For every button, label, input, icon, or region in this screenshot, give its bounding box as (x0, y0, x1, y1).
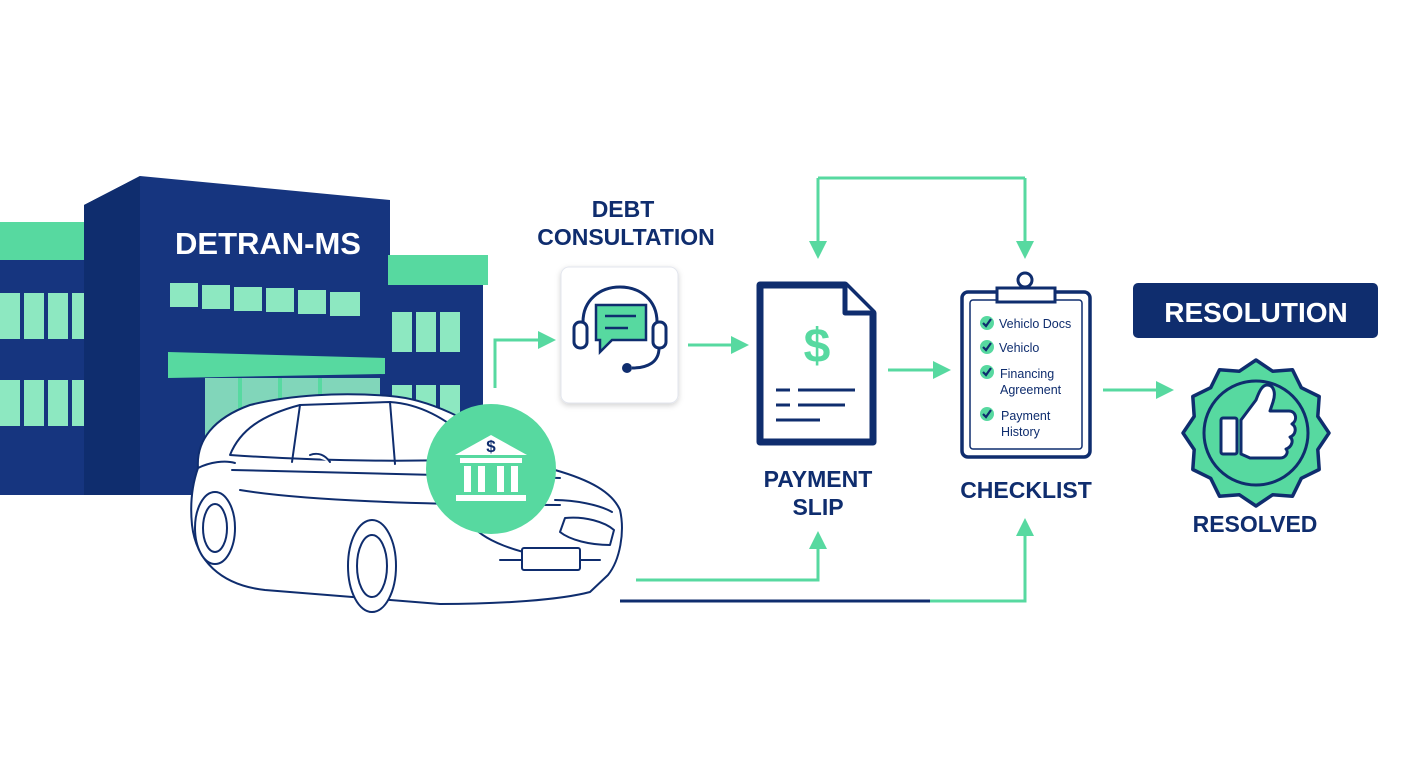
headset-chat-icon (572, 285, 668, 373)
checklist-item-2-line1: Vehiclo (999, 341, 1039, 355)
resolution-badge-text: RESOLUTION (1164, 297, 1348, 328)
checklist-item-3-line2: Agreement (1000, 383, 1062, 397)
connectors (493, 176, 1174, 603)
checklist-item: Vehiclo Docs (980, 316, 1071, 331)
arrow-car-to-checklist (930, 518, 1034, 603)
slip-dollar-symbol: $ (804, 320, 831, 373)
payment-slip-label-line1: PAYMENT (764, 466, 873, 492)
checklist-item-1-line1: Vehiclo Docs (999, 317, 1071, 331)
checklist-item: Financing Agreement (980, 365, 1062, 397)
checklist-label: CHECKLIST (960, 477, 1092, 503)
arrow-bank-to-consultation (493, 331, 556, 388)
consultation-node: DEBT CONSULTATION (537, 196, 715, 404)
bank-icon: $ (426, 404, 556, 534)
bank-dollar-symbol: $ (486, 437, 496, 456)
consultation-label-line2: CONSULTATION (537, 224, 715, 250)
document-dollar-icon: $ (756, 281, 877, 446)
resolution-badge (1133, 283, 1378, 338)
checklist-item-4-line1: Payment (1001, 409, 1051, 423)
resolution-label: RESOLVED (1193, 511, 1318, 537)
consultation-label-line1: DEBT (592, 196, 655, 222)
payment-slip-node: $ PAYMENT SLIP (756, 281, 877, 520)
checklist-item-4-line2: History (1001, 425, 1041, 439)
checklist-item: Payment History (980, 407, 1051, 439)
checklist-item: Vehiclo (980, 340, 1039, 355)
car-icon (190, 393, 623, 613)
thumbs-up-icon (1181, 358, 1331, 508)
checklist-node: Vehiclo Docs Vehiclo Financing Agreement… (960, 271, 1092, 503)
building-sign: DETRAN-MS (175, 226, 361, 261)
checklist-items: Vehiclo Docs Vehiclo Financing Agreement… (980, 316, 1071, 439)
resolution-node: RESOLUTION RESOLVED (1133, 283, 1378, 537)
clipboard-icon (960, 271, 1092, 459)
payment-slip-label-line2: SLIP (792, 494, 843, 520)
arrow-car-to-slip (636, 531, 827, 582)
checklist-item-3-line1: Financing (1000, 367, 1054, 381)
